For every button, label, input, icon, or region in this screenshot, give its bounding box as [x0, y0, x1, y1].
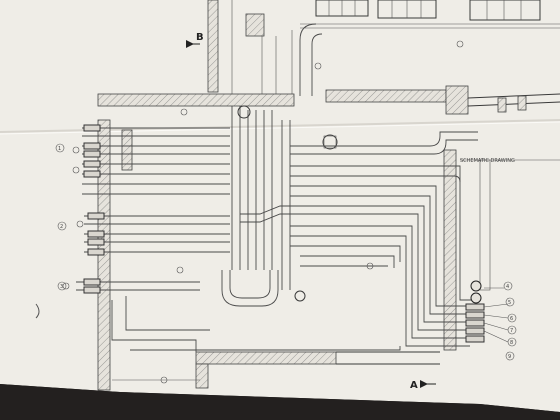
right-fittings — [465, 280, 509, 343]
left-valve-group-2 — [76, 212, 230, 256]
central-pipe-bundle — [221, 105, 338, 307]
left-valve-group-3 — [62, 278, 200, 294]
wall-column-left — [207, 0, 219, 93]
duct-up — [299, 23, 317, 96]
right-pipe-bundle — [290, 131, 480, 347]
section-mark-bottom: A — [410, 380, 436, 391]
svg-text:2: 2 — [60, 224, 63, 230]
svg-text:9: 9 — [508, 354, 511, 360]
wall-right — [443, 149, 457, 351]
svg-text:7: 7 — [510, 328, 513, 334]
svg-text:3: 3 — [60, 284, 63, 290]
svg-text:5: 5 — [508, 300, 511, 306]
top-windows — [300, 0, 560, 29]
right-note: SCHEMATIC DRAWING — [460, 158, 515, 164]
svg-text:A: A — [410, 380, 418, 391]
wall-top-left — [97, 93, 295, 107]
svg-text:8: 8 — [510, 340, 513, 346]
grid-markers — [160, 40, 464, 384]
balloons-left: 1 2 3 — [55, 143, 67, 291]
wall-bottom — [195, 351, 337, 365]
section-mark-top: B — [186, 32, 204, 48]
wall-column-mid — [245, 13, 265, 37]
left-valve-group-1 — [72, 124, 230, 195]
balloons-right: 4 5 6 7 8 9 — [503, 281, 517, 361]
svg-text:B: B — [196, 32, 204, 43]
svg-text:1: 1 — [58, 146, 61, 152]
wall-top-right — [325, 89, 447, 103]
backdrop — [0, 384, 560, 420]
svg-text:6: 6 — [510, 316, 513, 322]
pencil-mark — [35, 303, 40, 319]
svg-text:4: 4 — [506, 284, 509, 290]
